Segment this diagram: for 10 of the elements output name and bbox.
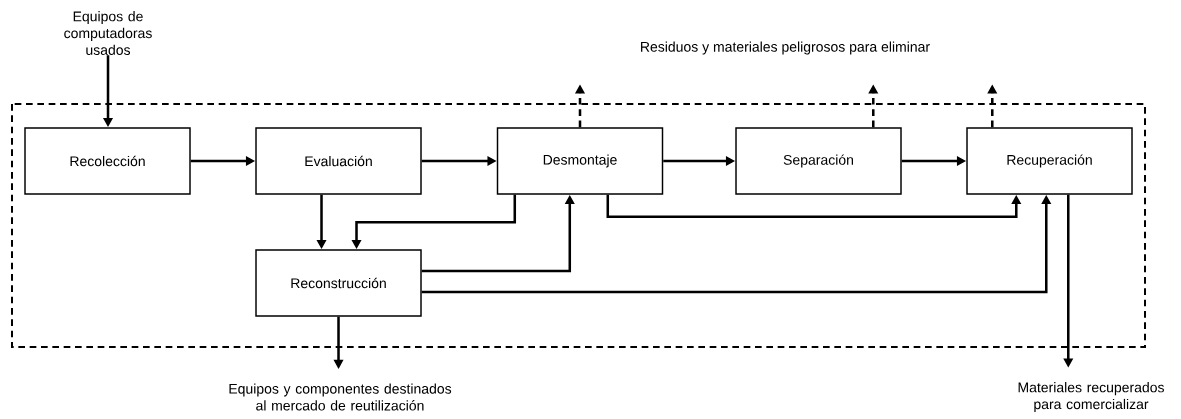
input-text: Equipos de computadoras usados [64,11,152,55]
process-box: Recuperación [966,127,1133,195]
process-box: Separación [735,127,902,195]
note-text: Residuos y materiales peligrosos para eliminar [641,41,930,55]
process-box: Reconstrucción [255,249,422,317]
output-text: Materiales recuperados para comercializar [1018,382,1164,412]
output-text: Equipos y componentes destinados al mercado de reutilización [229,383,452,411]
process-box: Recolección [24,127,191,195]
process-box: Evaluación [255,127,422,195]
process-box: Desmontaje [496,127,664,195]
